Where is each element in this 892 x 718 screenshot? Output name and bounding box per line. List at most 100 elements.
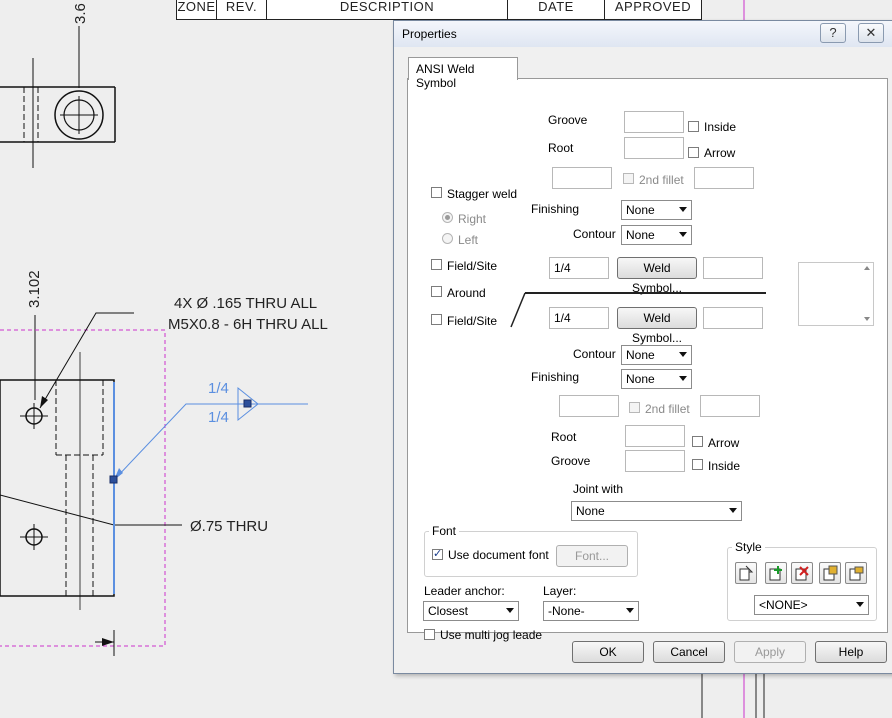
help-icon[interactable]: ? [820, 23, 846, 43]
lower-contour-select[interactable]: None [621, 345, 692, 365]
upper-finishing-label: Finishing [531, 202, 580, 216]
lower-fillet-input[interactable] [559, 395, 619, 417]
dialog-title: Properties [402, 27, 457, 41]
stagger-left-radio[interactable] [442, 233, 453, 244]
leader-anchor-select[interactable]: Closest [423, 601, 519, 621]
upper-root-input[interactable] [624, 137, 684, 159]
diameter-note[interactable]: Ø.75 THRU [190, 518, 269, 535]
upper-arrow-label: Arrow [704, 146, 736, 160]
lower-groove-label: Groove [551, 454, 591, 468]
weld-size-top[interactable]: 1/4 [208, 380, 229, 397]
title-block-description: DESCRIPTION [266, 0, 508, 20]
font-group: Font Use document font Font... [424, 524, 638, 577]
upper-inside-checkbox[interactable] [688, 121, 699, 132]
hole-note-line1[interactable]: 4X Ø .165 THRU ALL [174, 295, 318, 312]
stagger-right-radio[interactable] [442, 212, 453, 223]
stagger-weld-label: Stagger weld [447, 187, 518, 201]
hole-note-line2[interactable]: M5X0.8 - 6H THRU ALL [168, 316, 328, 333]
lower-2nd-fillet-label: 2nd fillet [645, 402, 690, 416]
symbol-preview-box[interactable] [798, 262, 874, 326]
load-style-icon[interactable] [845, 562, 867, 584]
lower-contour-value: None [626, 348, 655, 362]
title-block-zone: ZONE [176, 0, 217, 20]
lower-inside-label: Inside [708, 459, 741, 473]
layer-label: Layer: [543, 584, 577, 598]
upper-length-input[interactable] [703, 257, 763, 279]
dialog-titlebar[interactable]: Properties ? ✕ [394, 21, 892, 47]
upper-fillet-input[interactable] [552, 167, 612, 189]
use-document-font-label: Use document font [448, 548, 549, 562]
lower-inside-checkbox[interactable] [692, 459, 703, 470]
title-block-rev: REV. [216, 0, 267, 20]
close-icon[interactable]: ✕ [858, 23, 884, 43]
properties-dialog[interactable]: Properties ? ✕ ANSI Weld Symbol Groove I… [393, 20, 892, 674]
scroll-down-icon[interactable] [864, 317, 870, 321]
around-label: Around [447, 286, 486, 300]
apply-button[interactable]: Apply [734, 641, 806, 663]
style-group: Style <NONE> [727, 540, 877, 621]
lower-2nd-fillet-input[interactable] [700, 395, 760, 417]
cancel-button[interactable]: Cancel [653, 641, 725, 663]
delete-style-icon[interactable] [791, 562, 813, 584]
upper-contour-value: None [626, 228, 655, 242]
upper-weld-symbol-button[interactable]: Weld Symbol... [617, 257, 697, 295]
upper-groove-label: Groove [548, 113, 588, 127]
tab-ansi-weld-symbol[interactable]: ANSI Weld Symbol [408, 57, 518, 90]
joint-with-select[interactable]: None [571, 501, 742, 521]
dimension-top[interactable]: 3.6 [72, 3, 89, 24]
upper-2nd-fillet-checkbox[interactable] [623, 173, 634, 184]
upper-size-input[interactable]: 1/4 [549, 257, 609, 279]
multi-jog-checkbox[interactable] [424, 629, 435, 640]
lower-root-label: Root [551, 430, 577, 444]
upper-2nd-fillet-input[interactable] [694, 167, 754, 189]
lower-field-site-checkbox[interactable] [431, 314, 442, 325]
lower-weld-symbol-button[interactable]: Weld Symbol... [617, 307, 697, 345]
lower-contour-label: Contour [573, 347, 616, 361]
font-group-title: Font [429, 524, 460, 538]
dimension-left[interactable]: 3.102 [26, 270, 43, 308]
lower-groove-input[interactable] [625, 450, 685, 472]
upper-root-label: Root [548, 141, 574, 155]
upper-arrow-checkbox[interactable] [688, 147, 699, 158]
lower-arrow-label: Arrow [708, 436, 740, 450]
layer-select[interactable]: -None- [543, 601, 639, 621]
lower-root-input[interactable] [625, 425, 685, 447]
lower-field-site-label: Field/Site [447, 314, 498, 328]
stagger-weld-checkbox[interactable] [431, 187, 442, 198]
use-document-font-checkbox[interactable] [432, 547, 443, 560]
tab-label: ANSI Weld Symbol [416, 62, 475, 90]
upper-inside-label: Inside [704, 120, 737, 134]
add-style-icon[interactable] [765, 562, 787, 584]
upper-finishing-select[interactable]: None [621, 200, 692, 220]
upper-contour-label: Contour [573, 227, 616, 241]
upper-contour-select[interactable]: None [621, 225, 692, 245]
lower-length-input[interactable] [703, 307, 763, 329]
style-group-title: Style [732, 540, 765, 554]
lower-2nd-fillet-checkbox[interactable] [629, 402, 640, 413]
joint-with-value: None [576, 504, 605, 518]
weld-symbol-panel: Groove Inside Root Arrow 2nd fillet Stag… [407, 78, 888, 642]
upper-2nd-fillet-label: 2nd fillet [639, 173, 684, 187]
upper-field-site-checkbox[interactable] [431, 259, 442, 270]
save-style-icon[interactable] [819, 562, 841, 584]
stagger-left-label: Left [458, 233, 479, 247]
upper-groove-input[interactable] [624, 111, 684, 133]
help-button[interactable]: Help [815, 641, 887, 663]
ok-button[interactable]: OK [572, 641, 644, 663]
title-block-approved: APPROVED [604, 0, 702, 20]
reference-line-graphic [510, 292, 766, 328]
lower-arrow-checkbox[interactable] [692, 436, 703, 447]
style-select[interactable]: <NONE> [754, 595, 869, 615]
stagger-right-label: Right [458, 212, 487, 226]
around-checkbox[interactable] [431, 286, 442, 297]
lower-finishing-select[interactable]: None [621, 369, 692, 389]
font-button[interactable]: Font... [556, 545, 628, 567]
apply-style-icon[interactable] [735, 562, 757, 584]
lower-size-input[interactable]: 1/4 [549, 307, 609, 329]
upper-field-site-label: Field/Site [447, 259, 498, 273]
weld-size-bottom[interactable]: 1/4 [208, 409, 229, 426]
scroll-up-icon[interactable] [864, 266, 870, 270]
multi-jog-label: Use multi jog leade [440, 628, 543, 642]
joint-with-label: Joint with [573, 482, 624, 496]
